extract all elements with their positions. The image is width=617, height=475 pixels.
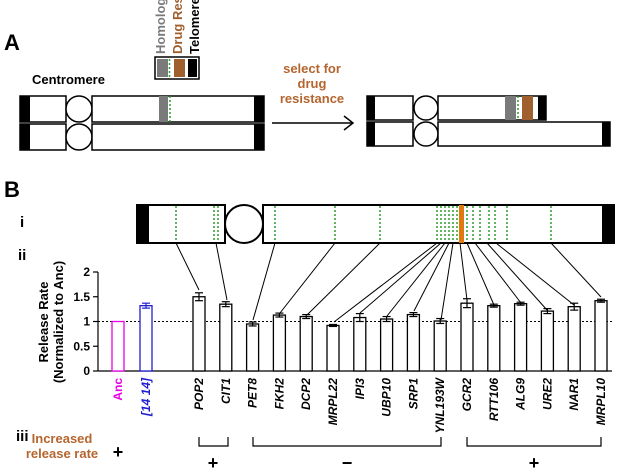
- arrow-label-line1: select for: [283, 61, 341, 76]
- y-tick-label: 2: [83, 265, 90, 279]
- bar-cit1: [219, 303, 233, 372]
- integrated-telomere: [538, 96, 546, 120]
- y-tick-label: 1.5: [73, 290, 90, 304]
- sub-ii-label: ii: [18, 247, 26, 264]
- telomere-label: Telomere: [187, 0, 202, 54]
- bar-mrpl10: [594, 300, 608, 372]
- homology-region: [159, 96, 168, 122]
- y-ticks: 0 0.5 1 1.5 2: [73, 265, 98, 378]
- arrow-label-line2: drug: [298, 76, 327, 91]
- arrow-label-line3: resistance: [280, 91, 344, 106]
- x-label--14-14-: [14 14]: [139, 377, 153, 417]
- integrated-homology: [505, 96, 516, 120]
- sign-group-3: +: [529, 453, 540, 473]
- bar-pop2: [192, 296, 206, 372]
- centromere-label: Centromere: [32, 72, 105, 87]
- x-label-rtt106: RTT106: [487, 378, 501, 421]
- chromosome-pair-right: [366, 95, 611, 147]
- panel-a-label: A: [4, 30, 20, 55]
- bars: [111, 292, 608, 372]
- bar-srp1: [406, 313, 421, 372]
- centromere-circle: [65, 95, 93, 123]
- x-label-anc: Anc: [111, 378, 125, 401]
- sign-group-1: +: [208, 453, 219, 473]
- x-label-alg9: ALG9: [514, 378, 528, 411]
- x-label-fkh2: FKH2: [272, 378, 286, 410]
- y-axis-label-line1: Release Rate: [36, 282, 51, 363]
- bar-nar1: [567, 305, 581, 372]
- sub-i-label: i: [20, 214, 24, 231]
- bar-mrpl22: [326, 324, 340, 372]
- bar--14-14-: [139, 305, 153, 372]
- cassette-homology: [157, 59, 168, 77]
- x-label-ipi3: IPI3: [353, 378, 367, 400]
- big-chromosome: [136, 204, 615, 244]
- orange-mark: [459, 205, 464, 243]
- x-label-ure2: URE2: [540, 378, 554, 410]
- cassette-drug-res: [174, 59, 185, 77]
- y-tick-label: 1: [83, 315, 90, 329]
- bar-anc: [111, 320, 125, 372]
- x-label-cit1: CIT1: [219, 378, 233, 404]
- bar-gcr2: [460, 302, 474, 372]
- homology-label: Homology: [153, 0, 168, 54]
- x-label-srp1: SRP1: [406, 378, 420, 410]
- bar-fkh2: [272, 314, 287, 372]
- cassette: [154, 56, 200, 80]
- bar-ipi3: [353, 316, 367, 372]
- bar-pet8: [245, 323, 260, 372]
- bar-rtt106: [487, 305, 501, 372]
- x-label-gcr2: GCR2: [460, 378, 474, 412]
- x-labels: Anc [14 14] POP2 CIT1 PET8 FKH2 DCP2 MRPL22 IPI3…: [111, 376, 608, 433]
- x-label-ubp10: UBP10: [380, 378, 394, 417]
- sign-ancestor: +: [113, 442, 124, 462]
- bar-ubp10: [379, 318, 394, 372]
- x-label-dcp2: DCP2: [299, 378, 313, 410]
- x-label-mrpl22: MRPL22: [326, 378, 340, 426]
- x-label-nar1: NAR1: [567, 378, 581, 411]
- increased-label-line1: Increased: [32, 431, 93, 446]
- cassette-telomere: [188, 59, 197, 77]
- bracket-group-1: [198, 437, 229, 447]
- sub-iii-label: iii: [16, 428, 29, 445]
- group-brackets: [198, 437, 602, 447]
- integrated-drug-res: [522, 96, 533, 120]
- y-tick-label: 0.5: [73, 339, 90, 353]
- increased-label-line2: release rate: [26, 446, 98, 461]
- x-label-pop2: POP2: [192, 378, 206, 410]
- drug-res-label: Drug Res.: [170, 0, 185, 54]
- x-label-mrpl10: MRPL10: [594, 378, 608, 426]
- bar-dcp2: [299, 315, 313, 372]
- big-centromere-circle: [224, 204, 264, 244]
- bar-ynl193w: [433, 320, 447, 372]
- x-label-pet8: PET8: [246, 378, 260, 408]
- y-axis-label-line2: (Normalized to Anc): [51, 261, 66, 383]
- connector-lines: [175, 242, 602, 323]
- green-marks: [175, 206, 552, 242]
- panel-b-label: B: [4, 177, 20, 202]
- bar-ure2: [540, 310, 555, 372]
- sign-group-2: −: [342, 453, 353, 473]
- chromosome-pair-left: [19, 95, 265, 151]
- bracket-group-2: [252, 437, 442, 447]
- bracket-group-3: [466, 437, 602, 447]
- bar-alg9: [513, 303, 528, 372]
- y-tick-label: 0: [83, 364, 90, 378]
- x-label-ynl193w: YNL193W: [433, 376, 447, 433]
